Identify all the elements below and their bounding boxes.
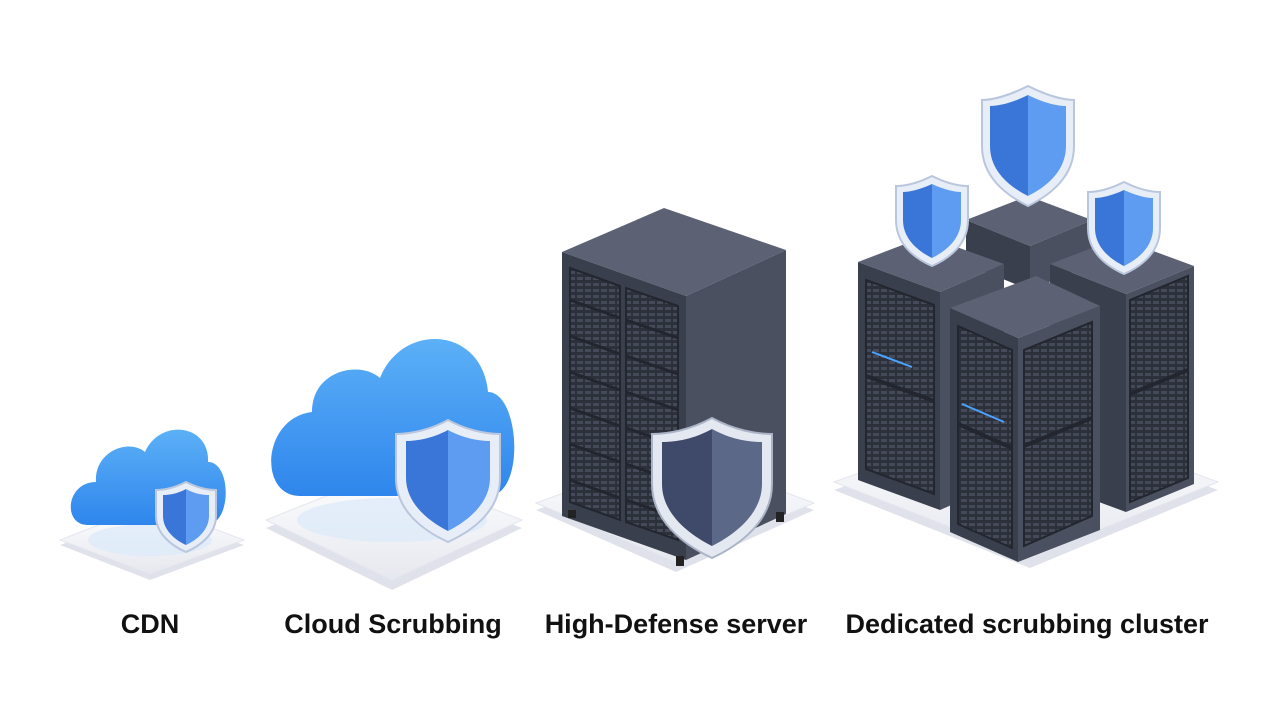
cdn-label: CDN: [120, 609, 180, 639]
cloud-scrubbing-tier: [264, 339, 524, 590]
shield-icon: [155, 480, 217, 554]
shield-icon: [651, 416, 773, 560]
shield-icon: [395, 418, 501, 544]
server-rack-icon: [950, 276, 1100, 562]
cdn-tier: [58, 429, 246, 580]
shield-icon: [981, 84, 1075, 208]
dedicated-scrubbing-cluster-label: Dedicated scrubbing cluster: [845, 609, 1209, 639]
dedicated-scrubbing-cluster-tier: [832, 84, 1220, 568]
cloud-scrubbing-label: Cloud Scrubbing: [284, 609, 502, 639]
high-defense-server-label: High-Defense server: [544, 609, 808, 639]
high-defense-server-tier: [534, 208, 816, 572]
server-rack-icon: [966, 196, 1092, 290]
shield-icon: [1087, 180, 1161, 276]
shield-icon: [895, 174, 969, 268]
